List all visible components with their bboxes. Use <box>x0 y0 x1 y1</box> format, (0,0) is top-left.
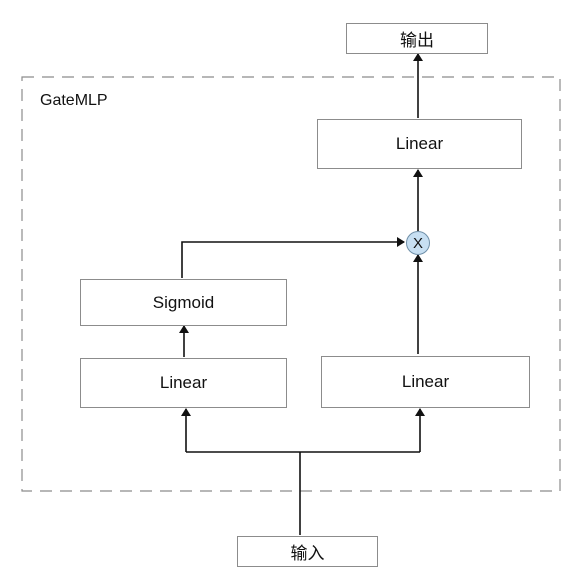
output-node: 输出 <box>346 23 488 54</box>
linear-left-node: Linear <box>80 358 287 408</box>
linear-right-node: Linear <box>321 356 530 408</box>
linear-top-node: Linear <box>317 119 522 169</box>
input-node: 输入 <box>237 536 378 567</box>
sigmoid-node: Sigmoid <box>80 279 287 326</box>
edge-sigmoid-to-multiply <box>181 237 405 278</box>
group-label: GateMLP <box>40 92 108 109</box>
multiply-node: X <box>406 231 430 255</box>
gatemlp-group-border <box>21 76 561 492</box>
